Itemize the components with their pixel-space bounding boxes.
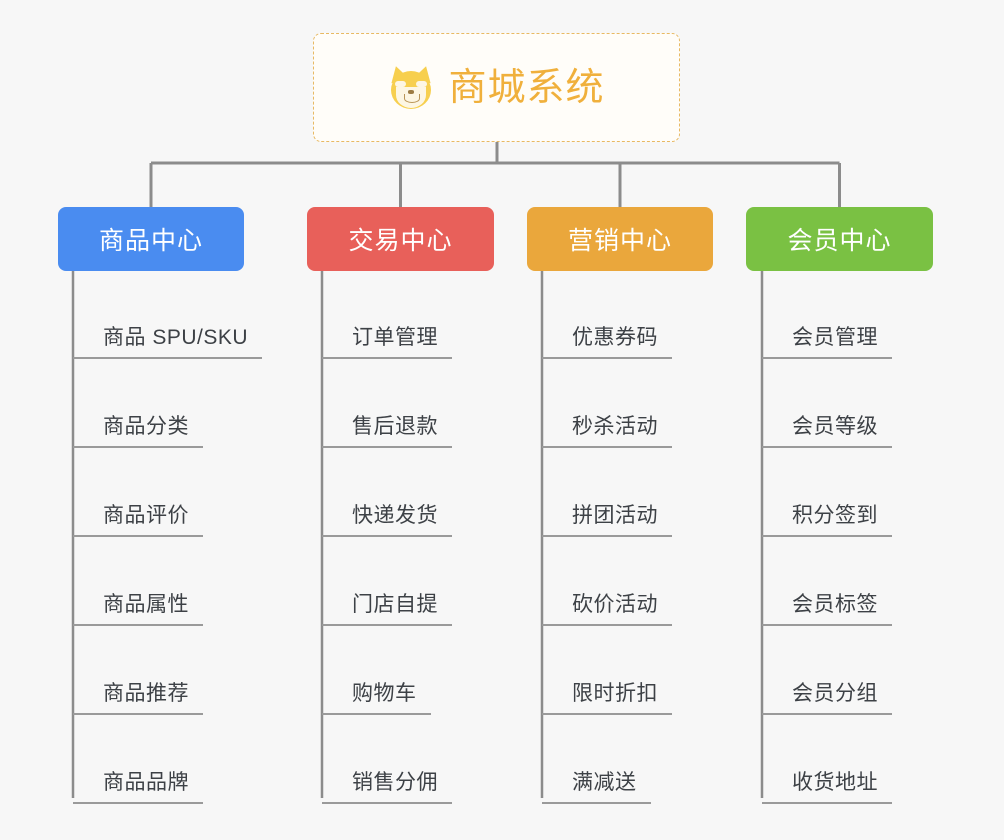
- leaf-item-label: 收货地址: [762, 766, 892, 804]
- leaf-item[interactable]: 商品品牌: [73, 716, 218, 805]
- leaf-item[interactable]: 商品推荐: [73, 627, 218, 716]
- leaf-item[interactable]: 积分签到: [762, 449, 892, 538]
- leaf-item[interactable]: 门店自提: [322, 538, 452, 627]
- leaf-column-4: 会员管理会员等级积分签到会员标签会员分组收货地址: [762, 271, 892, 805]
- leaf-item[interactable]: 会员分组: [762, 627, 892, 716]
- leaf-item[interactable]: 满减送: [542, 716, 650, 805]
- leaf-item[interactable]: 会员标签: [762, 538, 892, 627]
- leaf-item[interactable]: 商品 SPU/SKU: [72, 271, 263, 360]
- leaf-item[interactable]: 会员管理: [762, 271, 892, 360]
- leaf-item-label: 满减送: [542, 766, 650, 804]
- leaf-item[interactable]: 拼团活动: [542, 449, 672, 538]
- leaf-item-label: 商品品牌: [73, 766, 203, 804]
- leaf-item-label: 商品推荐: [73, 677, 203, 715]
- leaf-item[interactable]: 销售分佣: [322, 716, 452, 805]
- leaf-item-label: 会员管理: [762, 321, 892, 359]
- dog-face-icon: [387, 63, 436, 111]
- category-node-label: 商品中心: [98, 227, 203, 255]
- leaf-item[interactable]: 优惠券码: [542, 271, 672, 360]
- category-node-label: 交易中心: [348, 227, 453, 255]
- category-node-1[interactable]: 商品中心: [58, 207, 244, 271]
- root-node[interactable]: 商城系统: [313, 33, 680, 142]
- leaf-item-label: 会员等级: [762, 410, 892, 448]
- leaf-item-label: 拼团活动: [542, 499, 672, 537]
- leaf-item-label: 商品 SPU/SKU: [72, 321, 263, 359]
- category-node-3[interactable]: 营销中心: [527, 207, 713, 271]
- category-node-label: 营销中心: [567, 227, 672, 255]
- leaf-item-label: 购物车: [322, 677, 430, 715]
- leaf-item[interactable]: 商品分类: [73, 360, 218, 449]
- leaf-item-label: 优惠券码: [542, 321, 672, 359]
- leaf-item[interactable]: 砍价活动: [542, 538, 672, 627]
- category-node-2[interactable]: 交易中心: [307, 207, 494, 271]
- leaf-item-label: 订单管理: [322, 321, 452, 359]
- leaf-item[interactable]: 快递发货: [322, 449, 452, 538]
- leaf-item[interactable]: 秒杀活动: [542, 360, 672, 449]
- leaf-item-label: 秒杀活动: [542, 410, 672, 448]
- leaf-column-1: 商品 SPU/SKU 商品分类商品评价商品属性商品推荐商品品牌: [72, 271, 263, 805]
- leaf-item-label: 商品评价: [73, 499, 203, 537]
- leaf-item-label: 会员标签: [762, 588, 892, 626]
- leaf-item[interactable]: 限时折扣: [542, 627, 672, 716]
- leaf-item[interactable]: 收货地址: [762, 716, 892, 805]
- leaf-item-label: 会员分组: [762, 677, 892, 715]
- leaf-item[interactable]: 售后退款: [322, 360, 452, 449]
- leaf-item-label: 砍价活动: [542, 588, 672, 626]
- leaf-item-label: 商品分类: [73, 410, 203, 448]
- leaf-item[interactable]: 商品评价: [73, 449, 218, 538]
- leaf-column-2: 订单管理售后退款快递发货门店自提购物车销售分佣: [322, 271, 452, 805]
- leaf-item-label: 限时折扣: [542, 677, 672, 715]
- leaf-item-label: 商品属性: [73, 588, 203, 626]
- category-node-label: 会员中心: [787, 227, 892, 255]
- leaf-item-label: 售后退款: [322, 410, 452, 448]
- leaf-item-label: 快递发货: [322, 499, 452, 537]
- category-node-4[interactable]: 会员中心: [746, 207, 933, 271]
- leaf-item-label: 积分签到: [762, 499, 892, 537]
- leaf-item[interactable]: 订单管理: [322, 271, 452, 360]
- leaf-column-3: 优惠券码秒杀活动拼团活动砍价活动限时折扣满减送: [542, 271, 672, 805]
- leaf-item-label: 门店自提: [322, 588, 452, 626]
- leaf-item[interactable]: 商品属性: [73, 538, 218, 627]
- root-title: 商城系统: [448, 66, 605, 109]
- leaf-item[interactable]: 会员等级: [762, 360, 892, 449]
- leaf-item-label: 销售分佣: [322, 766, 452, 804]
- leaf-item[interactable]: 购物车: [322, 627, 430, 716]
